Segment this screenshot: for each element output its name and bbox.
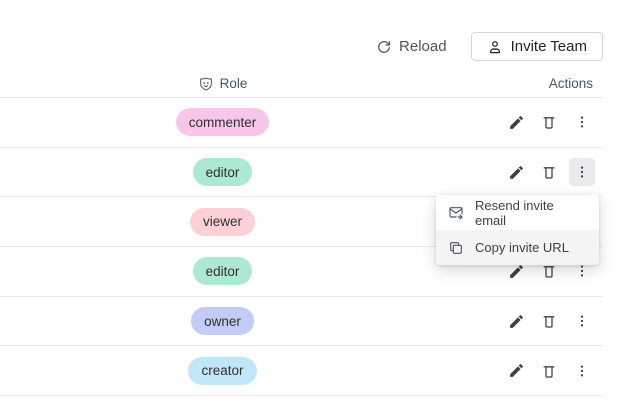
role-column-header: Role: [150, 76, 295, 92]
role-cell: commenter: [150, 108, 295, 137]
edit-button[interactable]: [503, 257, 529, 285]
delete-button[interactable]: [536, 158, 562, 186]
role-badge: creator: [188, 356, 257, 385]
delete-icon: [540, 113, 558, 131]
reload-label: Reload: [399, 38, 447, 55]
row-actions: [503, 257, 603, 285]
role-cell: editor: [150, 158, 295, 187]
table-body: commenter: [0, 98, 603, 397]
kebab-menu-icon: [574, 363, 590, 379]
edit-icon: [508, 164, 525, 181]
table-row: creator: [0, 346, 603, 397]
table-row: editor: [0, 147, 603, 198]
delete-button[interactable]: [536, 357, 562, 385]
row-actions: [503, 108, 603, 136]
menu-item-resend-invite-email[interactable]: Resend invite email: [436, 195, 599, 230]
role-header-label: Role: [219, 76, 248, 91]
edit-icon: [508, 313, 525, 330]
role-cell: owner: [150, 307, 295, 336]
invite-team-button[interactable]: Invite Team: [470, 32, 603, 61]
reload-button[interactable]: Reload: [376, 38, 447, 55]
actions-column-header: Actions: [548, 76, 593, 91]
kebab-menu-button[interactable]: [569, 158, 595, 187]
menu-item-label: Resend invite email: [475, 197, 554, 228]
invite-team-label: Invite Team: [510, 38, 587, 55]
edit-button[interactable]: [503, 307, 529, 335]
user-icon: [487, 39, 503, 55]
menu-item-copy-invite-url[interactable]: Copy invite URL: [436, 230, 599, 265]
mask-icon: [198, 76, 214, 92]
row-actions: [503, 357, 603, 385]
delete-icon: [540, 262, 558, 280]
table-row: owner: [0, 296, 603, 347]
copy-icon: [448, 240, 464, 256]
role-badge: commenter: [175, 108, 270, 137]
kebab-menu-button[interactable]: [569, 357, 595, 385]
edit-button[interactable]: [503, 158, 529, 186]
role-badge: owner: [191, 307, 254, 336]
kebab-menu-icon: [574, 313, 590, 329]
role-cell: creator: [150, 356, 295, 385]
edit-button[interactable]: [503, 357, 529, 385]
team-table: Role Actions commenter: [0, 70, 603, 397]
edit-button[interactable]: [503, 108, 529, 136]
delete-icon: [540, 362, 558, 380]
delete-button[interactable]: [536, 108, 562, 136]
delete-icon: [540, 312, 558, 330]
role-badge: editor: [192, 158, 253, 187]
role-badge: editor: [192, 257, 253, 286]
edit-icon: [508, 114, 525, 131]
reload-icon: [376, 39, 392, 55]
table-header-row: Role Actions: [0, 70, 603, 98]
kebab-menu-icon: [574, 114, 590, 130]
row-actions-menu: Resend invite email Copy invite URL: [436, 195, 599, 265]
delete-button[interactable]: [536, 307, 562, 335]
kebab-menu-button[interactable]: [569, 307, 595, 335]
edit-icon: [508, 362, 525, 379]
row-actions: [503, 307, 603, 335]
kebab-menu-button[interactable]: [569, 108, 595, 136]
role-cell: editor: [150, 257, 295, 286]
table-row: commenter: [0, 98, 603, 148]
kebab-menu-icon: [574, 263, 590, 279]
kebab-menu-icon: [574, 164, 590, 180]
toolbar: Reload Invite Team: [376, 32, 603, 61]
role-badge: viewer: [189, 207, 255, 236]
mail-forward-icon: [448, 205, 464, 221]
menu-item-label: Copy invite URL: [475, 240, 569, 255]
delete-icon: [540, 163, 558, 181]
delete-button[interactable]: [536, 257, 562, 285]
role-cell: viewer: [150, 207, 295, 236]
edit-icon: [508, 263, 525, 280]
row-actions: [503, 158, 603, 187]
kebab-menu-button[interactable]: [569, 257, 595, 285]
